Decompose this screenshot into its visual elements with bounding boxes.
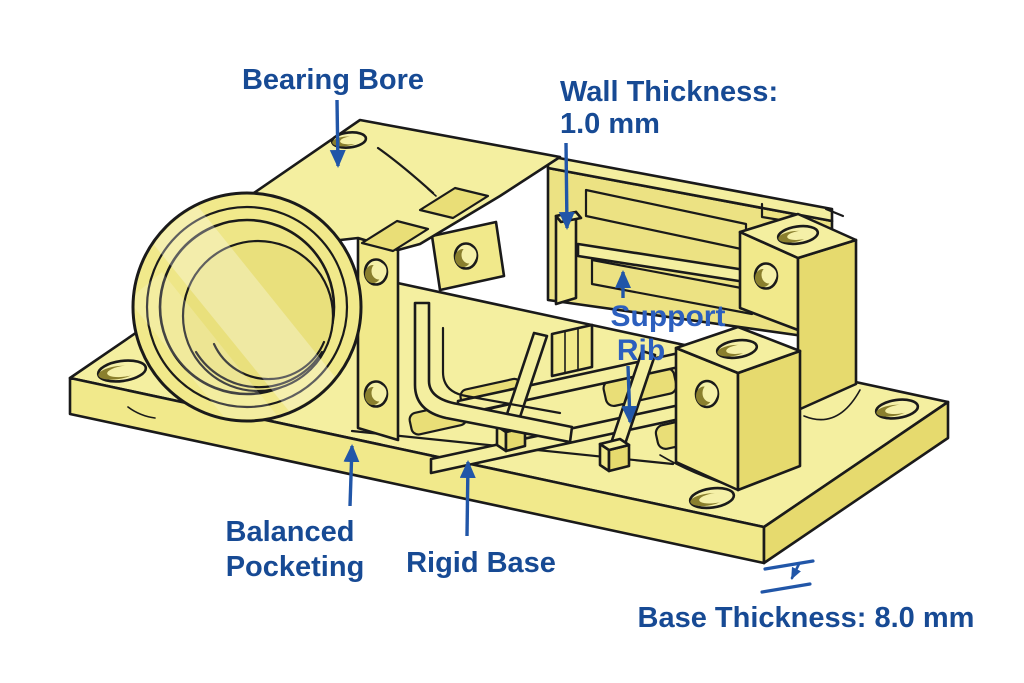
block-side-hole	[363, 380, 389, 408]
short-pillar	[674, 325, 802, 492]
top-plate-hole	[330, 131, 368, 149]
bearing-bore-arrow	[329, 99, 346, 168]
pillar-top-hole	[715, 338, 759, 360]
top-plate-sliver-tick	[427, 188, 437, 197]
cylinder-flange-ring	[145, 205, 349, 409]
rigid-base-label: Rigid Base	[406, 547, 556, 579]
balanced-pocketing-arrow	[343, 444, 360, 507]
right-pillars	[674, 212, 858, 492]
block-side-hole	[363, 258, 389, 286]
u-channel-wall	[413, 301, 574, 444]
rigid-base-arrow	[459, 460, 476, 537]
base-thickness-label: Base Thickness: 8.0 mm	[638, 602, 975, 634]
balanced-pocketing-label-line1: Balanced	[226, 516, 355, 548]
tall-pillar	[738, 212, 858, 412]
base-bolt-hole	[874, 398, 920, 420]
annotations: Bearing Bore Wall Thickness: 1.0 mm Supp…	[226, 64, 975, 634]
wall-lower-panel	[590, 258, 754, 316]
bore-highlight	[135, 204, 352, 419]
wall-thickness-label-line1: Wall Thickness:	[560, 76, 778, 108]
bearing-cylinder	[131, 191, 363, 423]
bearing-bore-label: Bearing Bore	[242, 64, 424, 96]
support-rib-label-line2: Rib	[617, 334, 665, 367]
housing-block-side	[356, 236, 400, 442]
wall-thickness-label-line2: 1.0 mm	[560, 108, 660, 140]
pillar-side-hole	[753, 262, 779, 290]
balanced-pocketing-label-line2: Pocketing	[226, 551, 365, 583]
top-plate-pocket	[418, 186, 490, 220]
top-plate-pocket	[360, 219, 430, 253]
bracket-side-hole	[453, 242, 479, 270]
top-plate-sliver-slot	[376, 146, 435, 195]
base-bolt-hole	[688, 486, 736, 510]
base-bolt-hole	[96, 359, 148, 383]
floor-stub-rib	[550, 323, 594, 378]
balanced-pocketing-structure	[413, 220, 594, 444]
base-fillet-left	[127, 406, 156, 419]
wall-thickness-arrow	[558, 142, 575, 230]
pillar-top-hole	[776, 224, 820, 246]
base-right-face	[762, 400, 950, 565]
front-rib-post	[598, 437, 631, 473]
base-thickness-dimension-marker	[760, 559, 815, 594]
support-rib-arrow-down	[621, 365, 638, 424]
support-rib-label-line1: Support	[611, 300, 726, 333]
wall-slash	[824, 207, 845, 218]
bore-depth-arc	[194, 350, 324, 389]
bore-depth-arc	[212, 340, 326, 381]
base-fillet-far-right	[803, 389, 861, 421]
pillar-side-hole	[694, 379, 720, 409]
u-channel-inner-edge	[441, 326, 562, 415]
